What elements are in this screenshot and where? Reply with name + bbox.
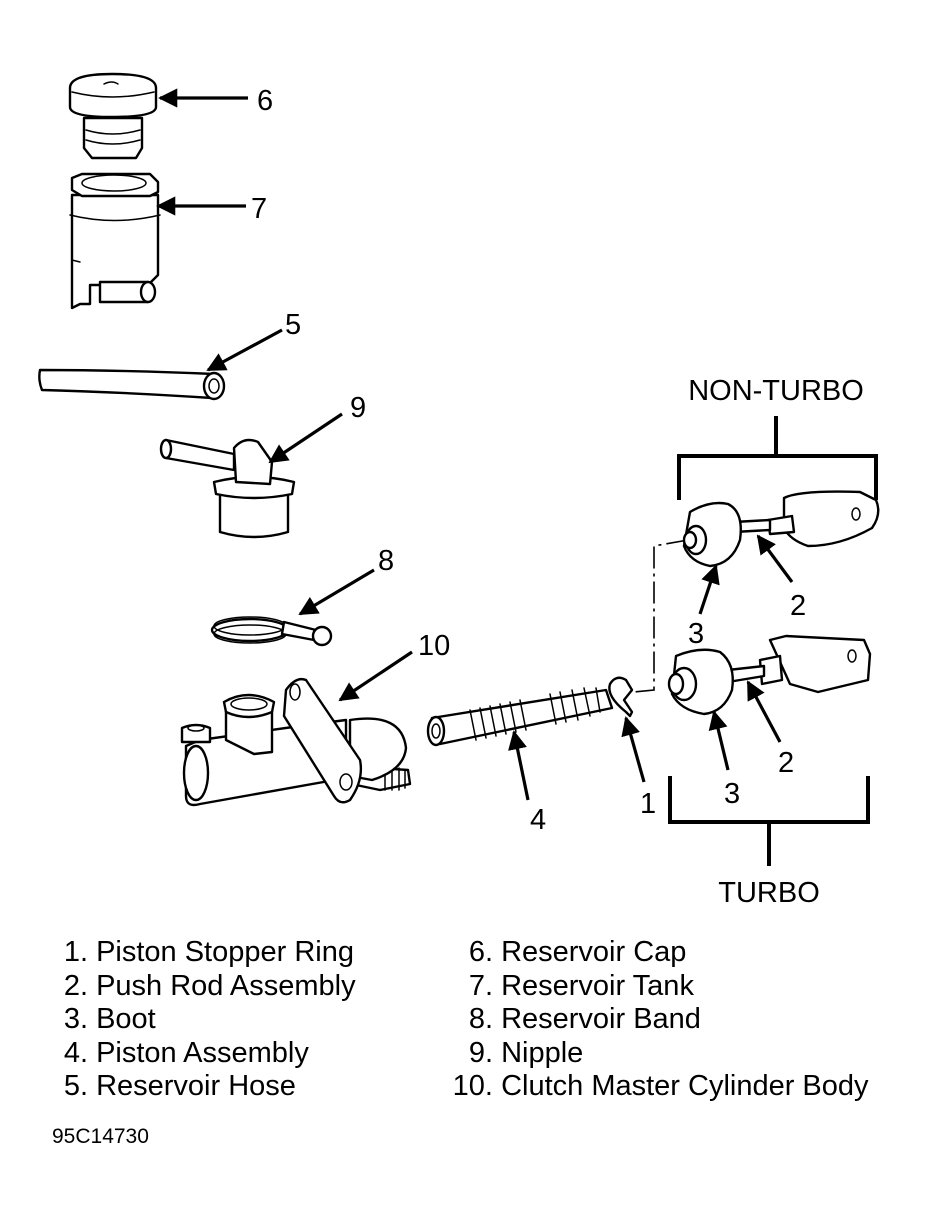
legend-item: 9. Nipple: [433, 1037, 869, 1071]
callout-7: 7: [251, 193, 267, 225]
callout-3-non-turbo: 3: [688, 618, 704, 650]
figure-code: 95C14730: [52, 1125, 149, 1148]
legend-item: 6. Reservoir Cap: [433, 936, 869, 970]
legend-item: 2. Push Rod Assembly: [50, 970, 356, 1004]
parts-legend-left: 1. Piston Stopper Ring 2. Push Rod Assem…: [50, 936, 356, 1104]
callout-2-non-turbo: 2: [790, 590, 806, 622]
legend-number: 2.: [63, 969, 88, 1002]
callout-1: 1: [640, 788, 656, 820]
callout-8: 8: [378, 545, 394, 577]
legend-label: Reservoir Tank: [501, 969, 694, 1002]
legend-number: 10.: [452, 1070, 493, 1102]
legend-label: Nipple: [501, 1036, 584, 1069]
legend-number: 4.: [63, 1036, 88, 1069]
callout-6: 6: [257, 85, 273, 117]
legend-number: 7.: [468, 969, 493, 1002]
push-rod-assembly-non-turbo: [732, 490, 880, 548]
assembly-guide-line: [633, 539, 689, 693]
legend-label: Reservoir Band: [501, 1003, 701, 1035]
callout-9: 9: [350, 392, 366, 424]
callout-5: 5: [285, 309, 301, 341]
boot-non-turbo: [682, 501, 742, 568]
non-turbo-label: NON-TURBO: [688, 375, 864, 407]
leader-lines: [156, 88, 794, 801]
piston-stopper-ring: [608, 676, 634, 718]
legend-label: Piston Stopper Ring: [96, 936, 354, 968]
legend-number: 6.: [468, 936, 493, 968]
callout-3-turbo: 3: [724, 778, 740, 810]
legend-number: 8.: [468, 1003, 493, 1035]
legend-item: 3. Boot: [50, 1003, 356, 1037]
piston-assembly: [426, 687, 614, 747]
non-turbo-bracket: [677, 416, 878, 500]
legend-label: Reservoir Hose: [96, 1070, 296, 1102]
legend-item: 10. Clutch Master Cylinder Body: [433, 1070, 869, 1104]
boot-turbo: [667, 648, 734, 716]
legend-number: 9.: [468, 1036, 493, 1069]
legend-item: 1. Piston Stopper Ring: [50, 936, 356, 970]
reservoir-band: [210, 616, 333, 647]
reservoir-hose: [38, 368, 226, 401]
legend-number: 3.: [63, 1003, 88, 1035]
nipple: [159, 438, 296, 539]
callout-2-turbo: 2: [778, 747, 794, 779]
legend-label: Piston Assembly: [96, 1036, 309, 1069]
clutch-master-cylinder-body: [180, 677, 412, 807]
reservoir-tank: [69, 172, 161, 310]
parts-legend-right: 6. Reservoir Cap 7. Reservoir Tank 8. Re…: [433, 936, 869, 1104]
legend-item: 7. Reservoir Tank: [433, 970, 869, 1004]
legend-label: Push Rod Assembly: [96, 969, 356, 1002]
legend-item: 4. Piston Assembly: [50, 1037, 356, 1071]
callout-4: 4: [530, 804, 546, 836]
legend-number: 1.: [63, 936, 88, 968]
legend-item: 5. Reservoir Hose: [50, 1070, 356, 1104]
legend-item: 8. Reservoir Band: [433, 1003, 869, 1037]
push-rod-assembly-turbo: [726, 634, 872, 694]
callout-10: 10: [418, 630, 450, 662]
legend-number: 5.: [63, 1070, 88, 1102]
legend-label: Reservoir Cap: [501, 936, 687, 968]
legend-label: Boot: [96, 1003, 156, 1035]
turbo-label: TURBO: [718, 877, 820, 909]
reservoir-cap: [68, 72, 158, 160]
turbo-bracket: [668, 776, 870, 866]
legend-label: Clutch Master Cylinder Body: [501, 1070, 869, 1102]
